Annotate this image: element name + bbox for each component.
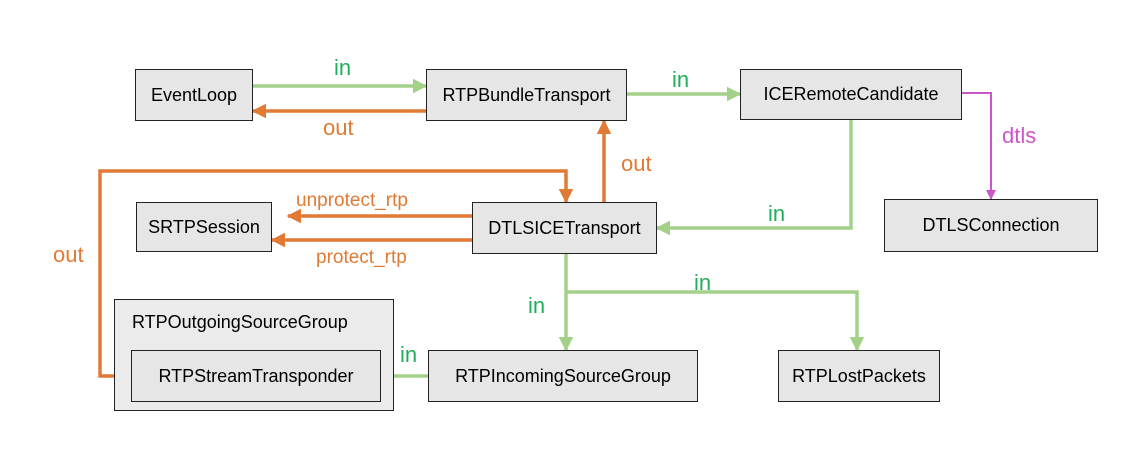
node-rtp-bundle-transport: RTPBundleTransport [426, 69, 627, 121]
node-ice-remote-candidate-label: ICERemoteCandidate [763, 84, 939, 104]
edge-label-ice-to-dtlsice: in [768, 201, 786, 226]
node-event-loop: EventLoop [135, 69, 253, 121]
node-rtp-stream-transponder: RTPStreamTransponder [131, 350, 381, 402]
edge-label-ice-to-dtlsconnection: dtls [1002, 123, 1037, 148]
edge-label-incoming-to-transponder: in [400, 342, 418, 367]
node-dtls-connection: DTLSConnection [884, 199, 1098, 252]
edge-label-eventloop-to-bundle: in [334, 55, 352, 80]
edge-label-bundle-to-ice: in [672, 67, 690, 92]
node-rtp-lost-packets-label: RTPLostPackets [792, 365, 926, 386]
node-rtp-incoming-source-group: RTPIncomingSourceGroup [428, 350, 698, 402]
node-srtp-session: SRTPSession [136, 202, 272, 252]
edge-label-dtlsice-to-incoming: in [528, 293, 546, 318]
node-rtp-lost-packets: RTPLostPackets [778, 350, 940, 402]
edge-dtlsice-to-lostpackets [566, 290, 865, 352]
node-rtp-incoming-source-group-label: RTPIncomingSourceGroup [455, 365, 671, 386]
edge-label-dtlsice-to-lostpackets: in [694, 270, 712, 295]
edge-label-unprotect-rtp: unprotect_rtp [296, 190, 408, 211]
edge-transponder-to-dtlsice [98, 169, 574, 378]
node-dtls-ice-transport: DTLSICETransport [472, 202, 657, 254]
edge-label-protect-rtp: protect_rtp [316, 247, 407, 268]
node-event-loop-label: EventLoop [150, 84, 238, 105]
node-rtp-bundle-transport-label: RTPBundleTransport [442, 84, 611, 105]
rtp-outgoing-source-group-label: RTPOutgoingSourceGroup [132, 312, 348, 332]
node-dtls-connection-label: DTLSConnection [922, 215, 1060, 235]
edge-label-dtlsice-to-bundle: out [621, 151, 652, 176]
node-srtp-session-label: SRTPSession [148, 216, 260, 237]
edge-ice-to-dtlsice [655, 120, 853, 236]
node-ice-remote-candidate: ICERemoteCandidate [740, 69, 962, 120]
edge-label-transponder-to-dtlsice: out [53, 242, 84, 267]
edge-label-bundle-to-eventloop: out [323, 115, 354, 140]
edge-ice-to-dtlsconnection [962, 92, 996, 200]
node-dtls-ice-transport-label: DTLSICETransport [488, 217, 641, 238]
node-rtp-stream-transponder-label: RTPStreamTransponder [158, 365, 354, 386]
